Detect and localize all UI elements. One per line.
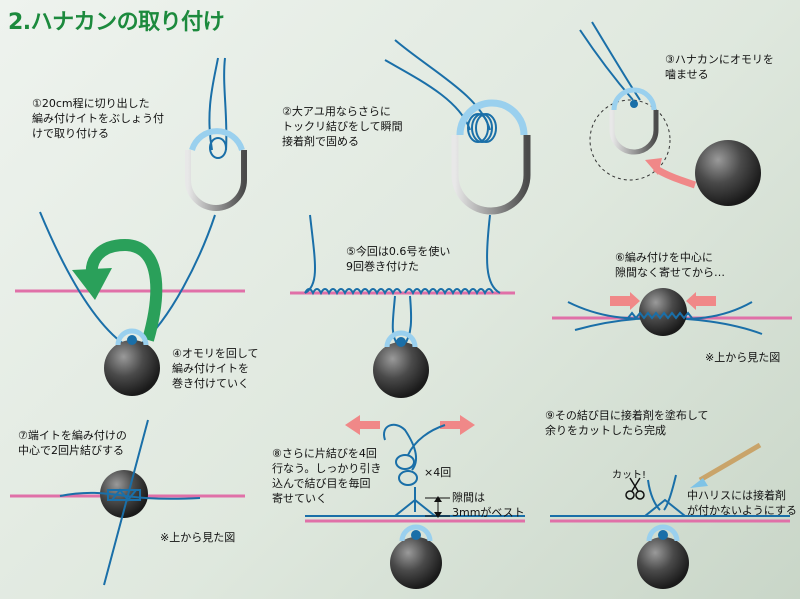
scissors-icon: [625, 477, 645, 500]
note-glue: 中ハリスには接着剤 が付かないようにする: [687, 489, 797, 517]
step-5-caption: ⑤今回は0.6号を使い 9回巻き付けた: [346, 245, 451, 273]
panel-4-wrap: [15, 211, 245, 396]
page-title: 2.ハナカンの取り付け: [8, 10, 225, 35]
step-2-caption: ②大アユ用ならさらに トックリ結びをして瞬間 接着剤で固める: [282, 105, 403, 148]
panel-8-knots: [305, 415, 525, 589]
step-4-caption: ④オモリを回して 編み付けイトを 巻き付けていく: [172, 347, 259, 390]
note-top-view-1: ※上から見た図: [705, 351, 781, 364]
step-3-caption: ③ハナカンにオモリを 噛ませる: [665, 53, 774, 81]
panel-7-top-view: [10, 419, 245, 586]
panel-6-top-view: [552, 288, 792, 336]
note-top-view-2: ※上から見た図: [160, 531, 236, 544]
step-6-caption: ⑥編み付けを中心に 隙間なく寄せてから…: [615, 251, 725, 279]
note-gap: 隙間は 3mmがベスト: [452, 491, 525, 519]
panel-9-complete: [550, 442, 790, 589]
weight-icon: [695, 140, 761, 206]
step-9-caption: ⑨その結び目に接着剤を塗布して 余りをカットしたら完成: [545, 409, 709, 437]
step-7-caption: ⑦端イトを編み付けの 中心で2回片結びする: [18, 429, 127, 457]
panel-1-hanakan: [185, 57, 247, 211]
glue-brush-icon: [690, 442, 762, 488]
note-times-4: ×4回: [424, 466, 452, 479]
step-8-caption: ⑧さらに片結びを4回 行なう。しっかり引き 込んで結び目を毎回 寄せていく: [272, 447, 382, 505]
note-cut: カット!: [612, 470, 647, 481]
step-1-caption: ①20cm程に切り出した 編み付けイトをぶしょう付 けで取り付ける: [32, 97, 164, 140]
panel-5-wound: [290, 214, 515, 398]
panel-3-weight: [579, 21, 761, 206]
panel-2-hanakan-knot: [384, 39, 531, 215]
